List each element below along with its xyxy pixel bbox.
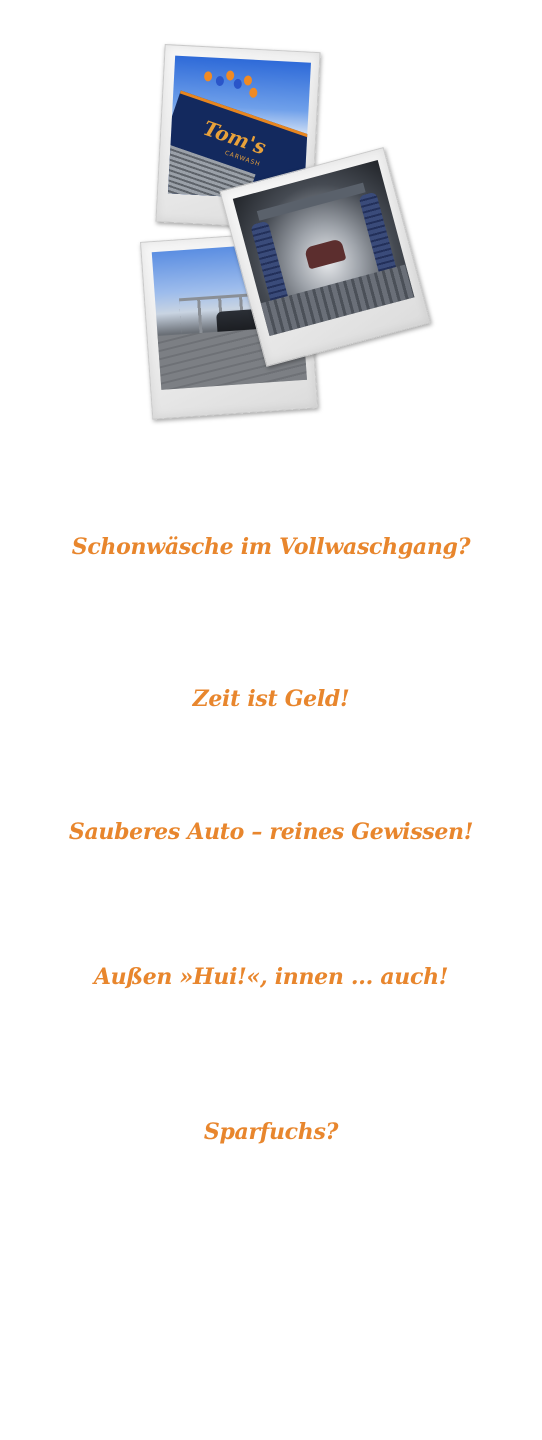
heading-zeit-ist-geld: Zeit ist Geld! — [192, 686, 350, 712]
wash-tunnel-photo — [232, 160, 415, 337]
balloon-icon — [225, 70, 235, 81]
balloon-icon — [243, 75, 253, 86]
balloon-icon — [215, 75, 225, 87]
heading-sauberes-auto: Sauberes Auto – reines Gewissen! — [68, 819, 474, 845]
heading-schonwaesche: Schonwäsche im Vollwaschgang? — [71, 534, 471, 560]
balloon-icon — [233, 78, 243, 90]
photo-collage: Tom's CARWASH — [0, 0, 542, 440]
tunnel-floor-grating — [260, 264, 415, 337]
tunnel-beam — [256, 182, 366, 221]
heading-sparfuchs: Sparfuchs? — [203, 1119, 339, 1145]
balloon-icon — [249, 87, 258, 98]
heading-aussen-hui: Außen »Hui!«, innen ... auch! — [93, 964, 449, 990]
car-in-tunnel — [303, 238, 347, 270]
balloon-icon — [203, 71, 213, 82]
